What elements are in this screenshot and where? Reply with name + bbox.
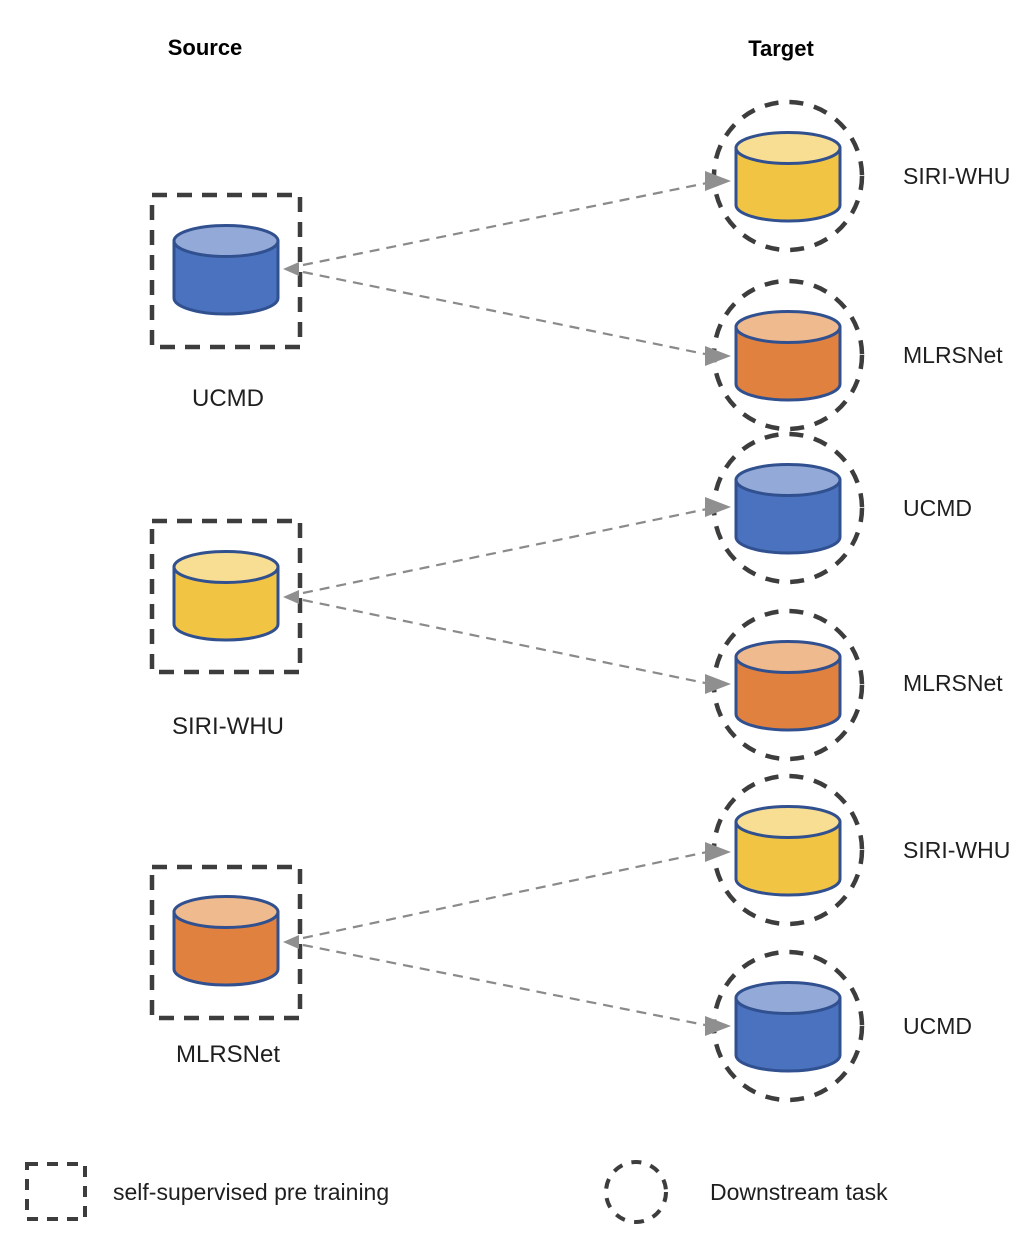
source-label-mlrsnet: MLRSNet [175, 1041, 281, 1068]
target-label-ucmd-1: UCMD [903, 495, 972, 521]
target-column-header: Target [748, 36, 814, 61]
connector-mlrsnet-to-ucmd [302, 943, 706, 1027]
arrowhead-source-siri-whu-icon [283, 590, 299, 604]
arrowhead-target-ucmd-1-icon [705, 497, 731, 517]
target-label-siri-whu-1: SIRI-WHU [903, 163, 1011, 189]
source-label-siri-whu: SIRI-WHU [172, 713, 284, 740]
target-cylinder-mlrsnet-2-icon [734, 640, 842, 732]
connector-siriwhu-to-ucmd [302, 507, 708, 595]
arrowhead-target-siri-whu-1-icon [705, 171, 731, 191]
arrowhead-target-mlrsnet-1-icon [705, 346, 731, 366]
target-label-mlrsnet-1: MLRSNet [903, 342, 1003, 368]
legend-downstream-label: Downstream task [710, 1179, 888, 1205]
connector-ucmd-to-siriwhu [302, 181, 708, 267]
source-cylinder-ucmd-icon [172, 224, 280, 316]
arrowhead-target-mlrsnet-2-icon [705, 674, 731, 694]
target-cylinder-siri-whu-2-icon [734, 805, 842, 897]
target-cylinder-mlrsnet-1-icon [734, 310, 842, 402]
arrowhead-target-ucmd-2-icon [705, 1016, 731, 1036]
target-cylinder-ucmd-1-icon [734, 463, 842, 555]
source-cylinder-siri-whu-icon [172, 550, 280, 642]
source-column-header: Source [167, 35, 243, 60]
arrowhead-source-mlrsnet-icon [283, 935, 299, 949]
target-label-siri-whu-2: SIRI-WHU [903, 837, 1011, 863]
legend-downstream-swatch [604, 1160, 668, 1224]
arrowhead-source-ucmd-icon [283, 262, 299, 276]
source-cylinder-mlrsnet-icon [172, 895, 280, 987]
connector-mlrsnet-to-siriwhu [302, 850, 708, 940]
source-label-ucmd: UCMD [192, 385, 264, 412]
connector-ucmd-to-mlrsnet [302, 270, 706, 356]
target-cylinder-siri-whu-1-icon [734, 131, 842, 223]
legend-pretrain-label: self-supervised pre training [113, 1179, 390, 1205]
connector-siriwhu-to-mlrsnet [302, 598, 706, 685]
target-cylinder-ucmd-2-icon [734, 981, 842, 1073]
arrowhead-target-siri-whu-2-icon [705, 842, 731, 862]
target-label-mlrsnet-2: MLRSNet [903, 670, 1003, 696]
legend-pretrain-swatch [25, 1162, 87, 1221]
target-label-ucmd-2: UCMD [903, 1013, 972, 1039]
